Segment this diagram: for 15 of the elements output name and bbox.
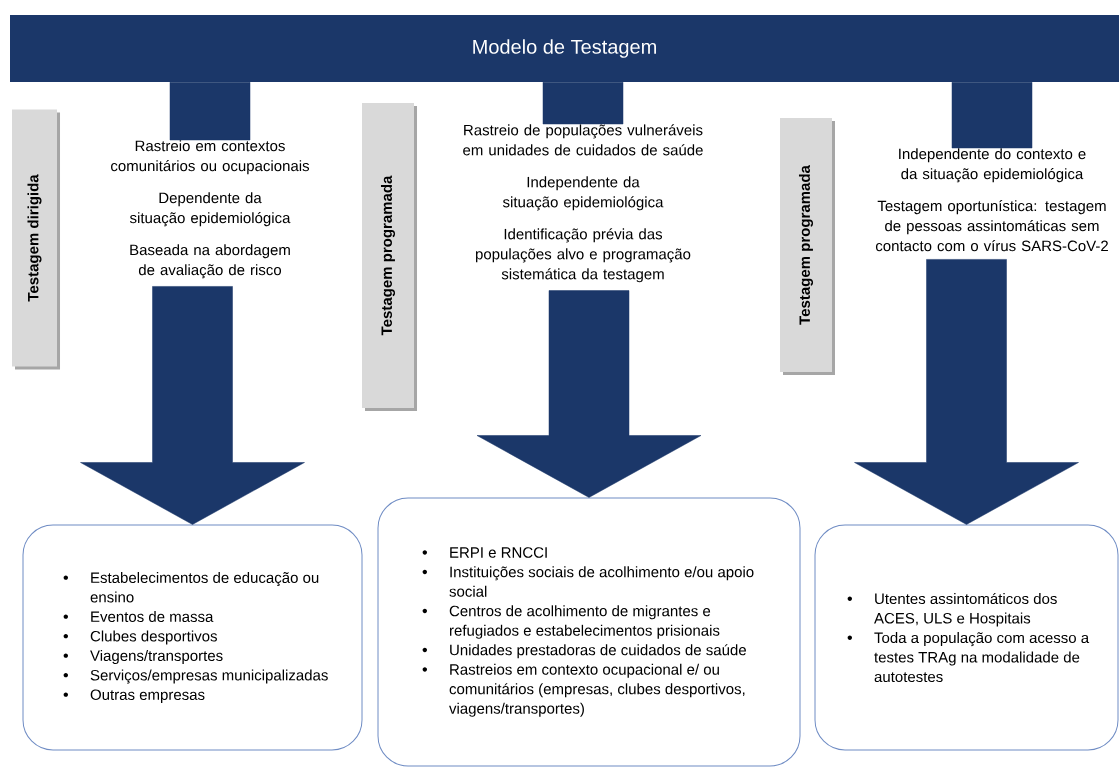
category-tab: Testagem programada <box>780 118 835 375</box>
connector-stub <box>169 81 251 141</box>
description-text: Independente do contexto e da situação epidemiológica Testagem oportunística: testagem de pessoas assintomáticas sem contacto com o vírus SARS-CoV-2 <box>875 148 1108 252</box>
block-arrow <box>476 290 702 498</box>
connector-stub <box>951 81 1033 149</box>
block-arrow <box>854 259 1079 525</box>
category-tab: Testagem dirigida <box>12 109 60 370</box>
list-box: ERPI e RNCCI Instituições sociais de acolhimento e/ou apoio social Centros de acolhimento de migrantes e refugiados e estabelecimentos prisionais Unidades prestadoras de cuidados de saúde Rastreios em contexto ocupacional e/ ou comunitários (empresas, clubes desportivos, viagens/transportes) <box>377 497 801 767</box>
description-text: Rastreio de populações vulneráveis em unidades de cuidados de saúde Independente da situação epidemiológica Identificação prévia das populações alvo e programação sistemática da testagem <box>463 124 703 283</box>
list-box: Utentes assintomáticos dos ACES, ULS e Hospitais Toda a população com acesso a testes TRAg na modalidade de autotestes <box>814 524 1119 751</box>
list-box: Estabelecimentos de educação ou ensino Eventos de massa Clubes desportivos Viagens/transportes Serviços/empresas municipalizadas Outras empresas <box>22 524 363 751</box>
category-tab: Testagem programada <box>362 103 417 411</box>
block-arrow <box>80 286 305 525</box>
connector-stub <box>542 81 624 125</box>
description-text: Rastreio em contextos comunitários ou ocupacionais Dependente da situação epidemiológica Baseada na abordagem de avaliação de risco <box>111 140 310 279</box>
